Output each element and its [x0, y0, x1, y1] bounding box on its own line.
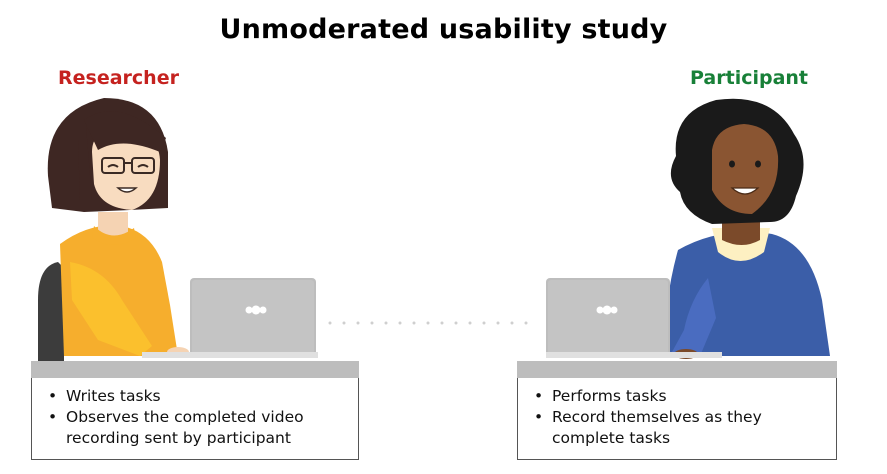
researcher-task-list: Writes tasks Observes the completed vide… [48, 386, 348, 449]
researcher-task-item: Observes the completed video recording s… [48, 407, 348, 449]
laptop-icon [546, 278, 722, 358]
researcher-task-card: Writes tasks Observes the completed vide… [31, 378, 359, 460]
participant-desk [517, 361, 837, 378]
participant-task-item: Performs tasks [534, 386, 826, 407]
researcher-label: Researcher [58, 67, 179, 89]
researcher-task-item: Writes tasks [48, 386, 348, 407]
participant-task-list: Performs tasks Record themselves as they… [534, 386, 826, 449]
connection-dots [328, 321, 528, 325]
participant-task-item: Record themselves as they complete tasks [534, 407, 826, 449]
participant-figure [664, 98, 830, 359]
participant-task-card: Performs tasks Record themselves as they… [517, 378, 837, 460]
laptop-icon [142, 278, 318, 358]
researcher-desk [31, 361, 359, 378]
participant-label: Participant [690, 67, 809, 89]
diagram-title: Unmoderated usability study [219, 14, 668, 45]
researcher-figure [38, 98, 189, 362]
